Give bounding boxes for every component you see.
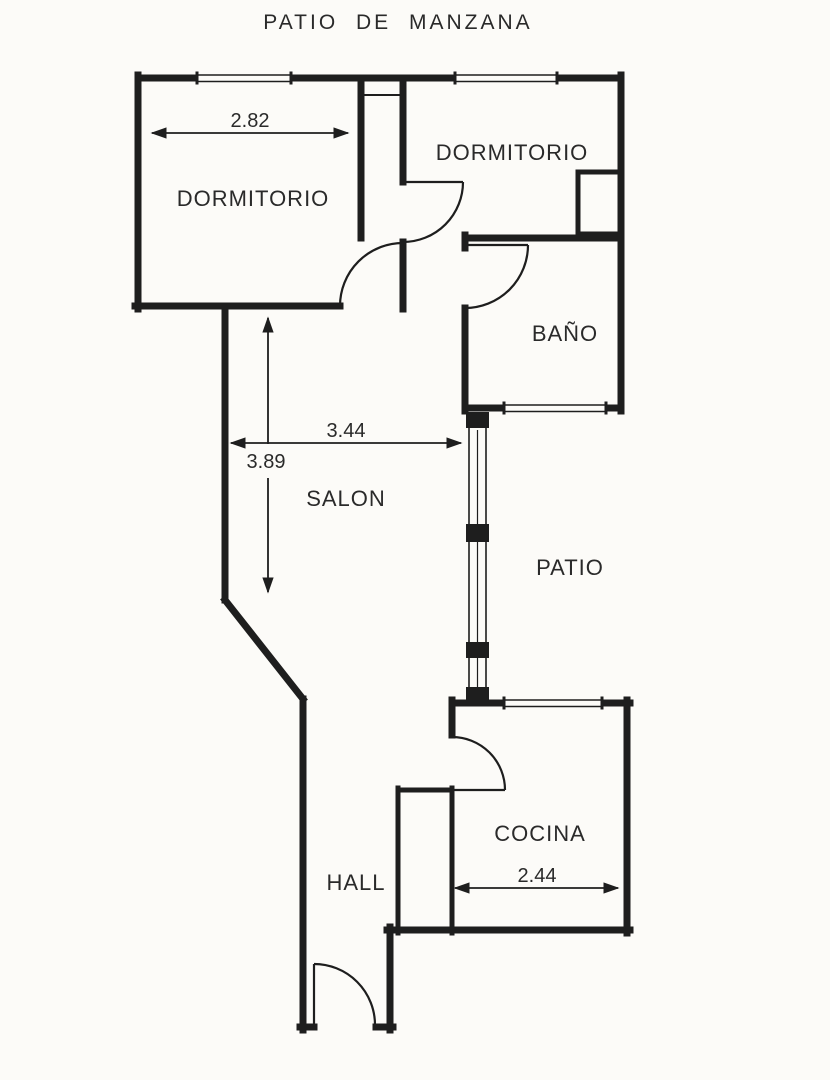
room-label-dormitorio-left: DORMITORIO — [177, 186, 330, 211]
dimension-label-3-44: 3.44 — [327, 420, 366, 442]
dimension-label-3-89: 3.89 — [247, 451, 286, 473]
wall-diagonal — [220, 595, 308, 704]
windows — [195, 71, 608, 710]
doors — [312, 180, 530, 1026]
closet-shaft — [575, 169, 623, 237]
door-bedroom-left — [338, 241, 404, 307]
window-bano — [502, 401, 608, 415]
room-label-dormitorio-right: DORMITORIO — [436, 140, 589, 165]
labels: PATIO DE MANZANA DORMITORIO DORMITORIO B… — [177, 11, 604, 895]
door-bano — [464, 243, 530, 310]
room-label-bano: BAÑO — [532, 321, 598, 346]
room-label-hall: HALL — [326, 870, 385, 895]
door-cocina — [451, 735, 507, 792]
door-bedroom-right — [402, 180, 465, 244]
plan-title: PATIO DE MANZANA — [263, 11, 532, 34]
room-label-cocina: COCINA — [494, 821, 586, 846]
door-entry-hall — [312, 962, 377, 1026]
window-cocina — [502, 696, 604, 710]
room-label-salon: SALON — [306, 486, 386, 511]
dimension-lines — [150, 127, 620, 894]
window-band-salon-patio — [466, 412, 489, 703]
window-top-left — [195, 71, 293, 85]
window-top-right — [453, 71, 559, 85]
dimension-label-2-82: 2.82 — [231, 110, 270, 132]
dimension-label-2-44: 2.44 — [518, 865, 557, 887]
room-label-patio: PATIO — [536, 555, 604, 580]
